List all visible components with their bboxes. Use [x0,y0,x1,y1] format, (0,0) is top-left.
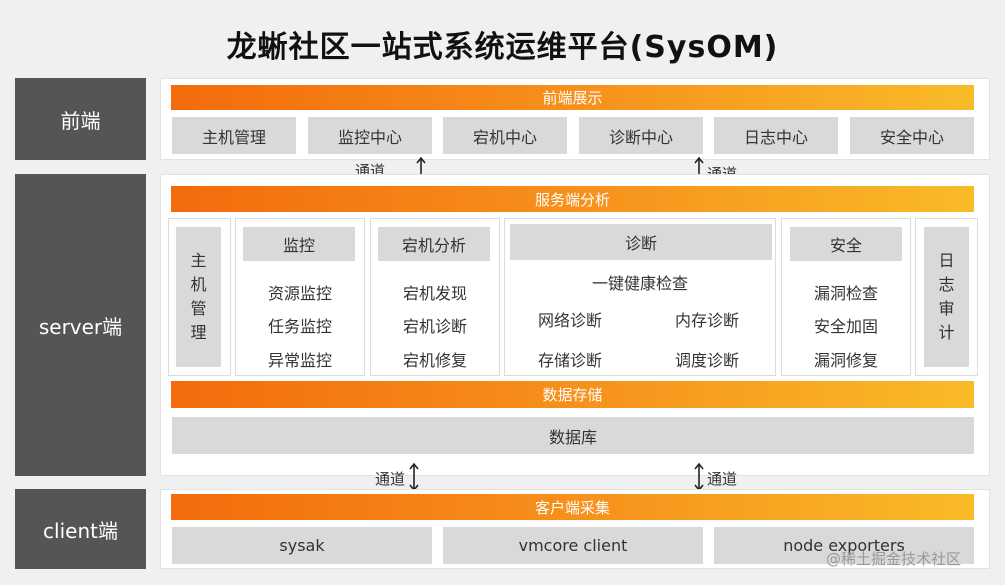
diagnosis-item-scheduling: 调度诊断 [674,351,739,370]
watermark: @稀土掘金技术社区 [826,550,962,568]
client-module-vmcore: vmcore client [443,527,703,564]
monitor-item-task: 任务监控 [267,317,332,336]
security-item-vuln-repair: 漏洞修复 [813,351,878,370]
monitor-item-resource: 资源监控 [267,284,332,303]
host-management-label: 主 机 管 理 [176,227,221,367]
security-title: 安全 [790,227,902,261]
monitor-title: 监控 [243,227,355,261]
crash-item-repair: 宕机修复 [402,351,467,370]
diagnosis-item-storage: 存储诊断 [537,351,602,370]
monitor-item-anomaly: 异常监控 [267,351,332,370]
layer-label-server: server端 [15,174,146,476]
diagnosis-item-memory: 内存诊断 [674,311,739,330]
frontend-module-security: 安全中心 [850,117,974,154]
data-storage-bar: 数据存储 [171,381,974,408]
frontend-display-bar: 前端展示 [171,85,974,110]
layer-label-frontend: 前端 [15,78,146,160]
client-module-node-exporters: node exporters [714,527,974,564]
frontend-module-host: 主机管理 [172,117,296,154]
frontend-module-crash: 宕机中心 [443,117,567,154]
crash-item-discovery: 宕机发现 [402,284,467,303]
layer-label-client: client端 [15,489,146,569]
frontend-module-diagnosis: 诊断中心 [579,117,703,154]
security-item-hardening: 安全加固 [813,317,878,336]
crash-analysis-title: 宕机分析 [378,227,490,261]
crash-item-diagnosis: 宕机诊断 [402,317,467,336]
double-arrow-icon [409,462,419,492]
client-module-sysak: sysak [172,527,432,564]
log-audit-label: 日 志 审 计 [924,227,969,367]
frontend-module-monitor: 监控中心 [308,117,432,154]
page-title: 龙蜥社区一站式系统运维平台(SysOM) [226,30,779,65]
diagnosis-item-network: 网络诊断 [537,311,602,330]
database-box: 数据库 [172,417,974,454]
server-analysis-bar: 服务端分析 [171,186,974,212]
channel-label: 通道 [707,470,738,488]
channel-label: 通道 [375,470,406,488]
double-arrow-icon [694,462,704,492]
diagnosis-health-check: 一键健康检查 [591,274,688,293]
frontend-module-log: 日志中心 [714,117,838,154]
security-item-vuln-check: 漏洞检查 [813,284,878,303]
client-collection-bar: 客户端采集 [171,494,974,520]
diagnosis-title: 诊断 [510,224,772,260]
